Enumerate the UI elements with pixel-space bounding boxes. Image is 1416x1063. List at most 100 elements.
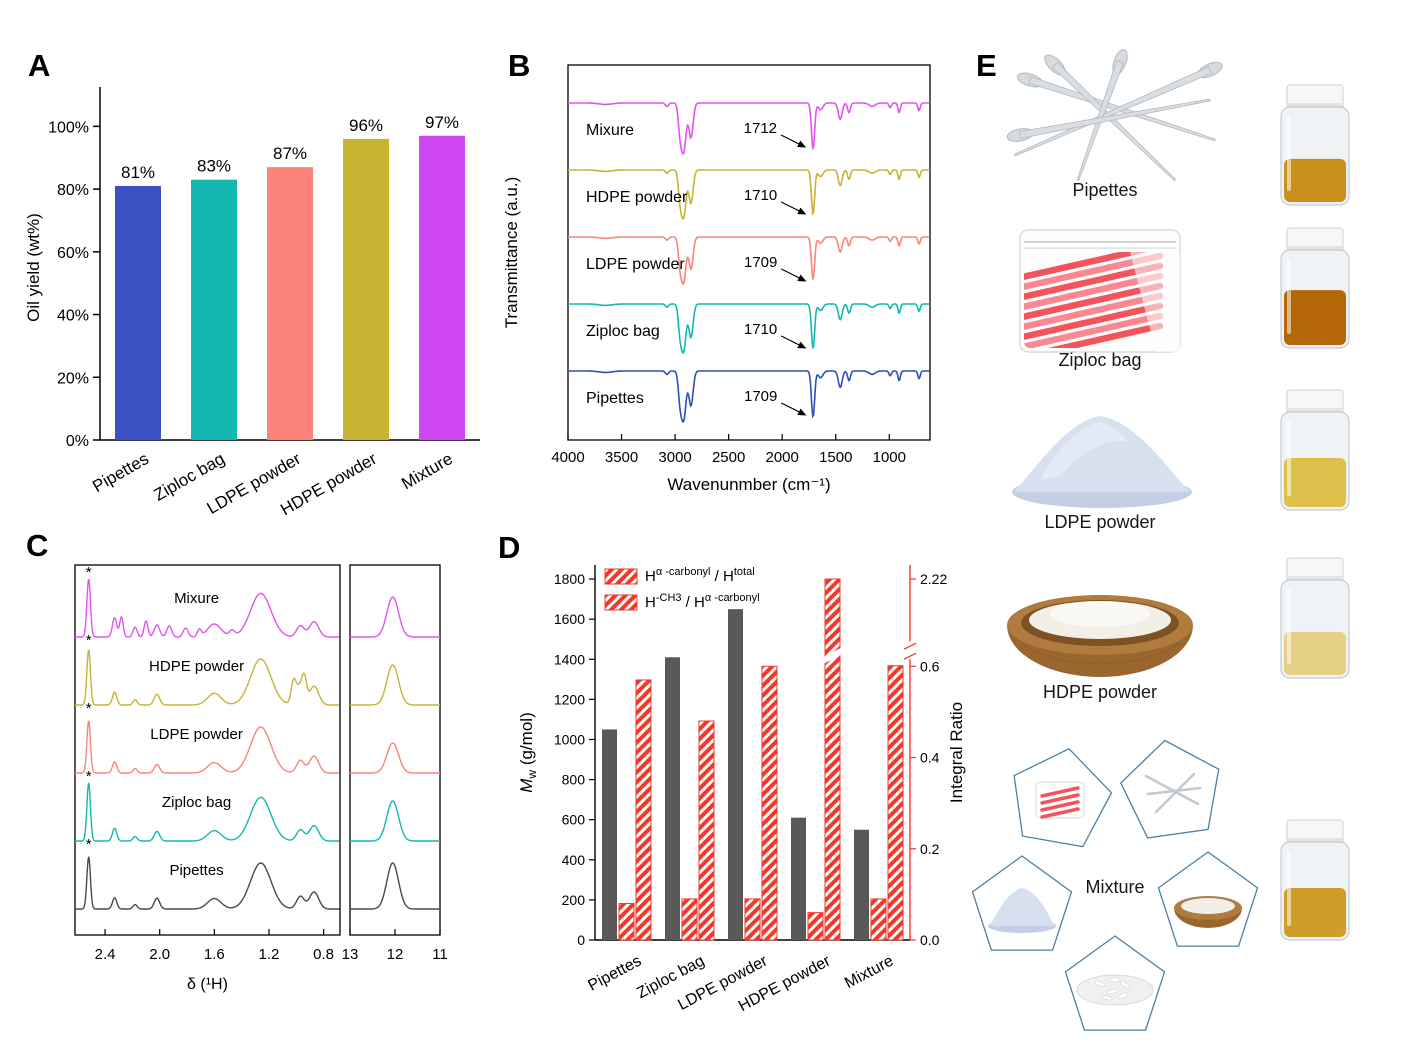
svg-text:1000: 1000 [554, 731, 585, 747]
svg-text:*: * [86, 632, 92, 649]
mixture-diagram [971, 739, 1259, 1031]
mw-bar [791, 817, 806, 940]
panel-c-label: C [26, 528, 49, 563]
svg-text:400: 400 [562, 852, 586, 868]
svg-text:Oil yield (wt%): Oil yield (wt%) [24, 213, 43, 322]
nmr-trace [75, 649, 340, 706]
svg-text:600: 600 [562, 812, 586, 828]
svg-text:1712: 1712 [744, 120, 777, 137]
mw-bar [602, 729, 617, 940]
mw-bar [665, 657, 680, 940]
panel-d-label: D [498, 530, 521, 565]
svg-text:40%: 40% [57, 308, 89, 325]
svg-text:0.4: 0.4 [920, 750, 940, 766]
svg-text:δ (¹H): δ (¹H) [187, 976, 228, 993]
svg-text:*: * [86, 564, 92, 581]
svg-text:1600: 1600 [554, 611, 585, 627]
svg-text:1.6: 1.6 [204, 946, 225, 963]
ratio-bar [618, 903, 635, 941]
mini-ldpe-pile [990, 888, 1054, 926]
svg-text:87%: 87% [273, 144, 307, 163]
ftir-trace [568, 169, 930, 221]
svg-text:HDPE powder: HDPE powder [149, 658, 244, 675]
svg-text:1800: 1800 [554, 571, 585, 587]
ziploc-photo-label: Ziploc bag [1058, 350, 1142, 370]
svg-text:Pipettes: Pipettes [169, 862, 223, 879]
oil-vial [1280, 389, 1350, 511]
ftir-trace [568, 236, 930, 286]
svg-text:1000: 1000 [873, 449, 906, 466]
svg-text:2.4: 2.4 [95, 946, 116, 963]
oil-yield-bar-chart: 0%20%40%60%80%100%Oil yield (wt%)81%Pipe… [24, 87, 480, 519]
nmr-inset-trace [350, 862, 440, 910]
ziploc-photo [1019, 229, 1181, 353]
ratio-bar [761, 665, 778, 941]
svg-text:LDPE powder: LDPE powder [586, 256, 685, 273]
nmr-inset-trace [350, 742, 440, 774]
svg-text:0.2: 0.2 [920, 841, 940, 857]
nmr-inset-trace [350, 596, 440, 638]
ratio-bar [744, 898, 761, 941]
vial-oil [1284, 888, 1346, 937]
ldpe-powder-photo [1012, 416, 1192, 508]
ratio-bar [635, 679, 652, 941]
svg-text:0%: 0% [66, 433, 89, 450]
svg-text:Mixure: Mixure [174, 590, 219, 607]
svg-text:HDPE powder: HDPE powder [586, 189, 688, 206]
svg-text:0.6: 0.6 [920, 658, 940, 674]
svg-text:3000: 3000 [658, 449, 691, 466]
ldpe-photo-label: LDPE powder [1044, 512, 1156, 532]
mw-integral-ratio-chart: 0200400600800100012001400160018000.00.20… [517, 565, 966, 1015]
svg-text:1200: 1200 [554, 691, 585, 707]
svg-text:1710: 1710 [744, 187, 777, 204]
svg-text:Mixture: Mixture [398, 449, 456, 493]
vial-oil [1284, 631, 1346, 675]
svg-text:20%: 20% [57, 370, 89, 387]
svg-text:80%: 80% [57, 182, 89, 199]
nmr-trace [75, 720, 340, 774]
svg-text:2.22: 2.22 [920, 571, 947, 587]
materials-and-oils-photos [971, 49, 1350, 1031]
svg-text:0.8: 0.8 [313, 946, 334, 963]
nmr-trace [75, 856, 340, 910]
svg-text:Transmittance (a.u.): Transmittance (a.u.) [502, 177, 521, 328]
svg-text:*: * [86, 768, 92, 785]
svg-text:*: * [86, 836, 92, 853]
panel-b-label: B [508, 48, 531, 83]
svg-text:Pipettes: Pipettes [586, 390, 644, 407]
svg-text:83%: 83% [197, 157, 231, 176]
yield-bar [191, 179, 237, 440]
svg-text:Wavenunmber (cm⁻¹): Wavenunmber (cm⁻¹) [667, 475, 830, 494]
oil-vial [1280, 84, 1350, 206]
ratio-bar [870, 898, 887, 941]
svg-text:13: 13 [342, 946, 359, 963]
oil-vial [1280, 227, 1350, 349]
svg-text:Ziploc bag: Ziploc bag [586, 323, 660, 340]
panel-e-label: E [976, 48, 997, 83]
oil-vial [1280, 557, 1350, 679]
svg-text:1.2: 1.2 [259, 946, 280, 963]
mini-pipette [1154, 772, 1196, 814]
nmr-inset-trace [350, 800, 440, 842]
svg-text:11: 11 [432, 946, 448, 963]
hdpe-photo-label: HDPE powder [1042, 682, 1158, 702]
ratio-bar [824, 578, 841, 941]
svg-text:0: 0 [577, 932, 585, 948]
panel-a-label: A [28, 48, 51, 83]
svg-text:2.0: 2.0 [149, 946, 170, 963]
nmr-spectra-chart: 2.4 2.0 1.6 1.2 0.8 13 12 11 δ (¹H) * Mixure * HDPE … [74, 564, 448, 993]
svg-text:Mixure: Mixure [586, 122, 634, 139]
ftir-trace [568, 370, 930, 424]
yield-bar [343, 138, 389, 440]
svg-text:81%: 81% [121, 163, 155, 182]
svg-text:12: 12 [387, 946, 404, 963]
vial-oil [1284, 458, 1346, 507]
svg-text:Pipettes: Pipettes [89, 449, 152, 496]
svg-text:60%: 60% [57, 245, 89, 262]
mw-bar [728, 609, 743, 940]
legend-swatch [604, 594, 638, 611]
svg-text:*: * [86, 700, 92, 717]
svg-text:1710: 1710 [744, 321, 777, 338]
